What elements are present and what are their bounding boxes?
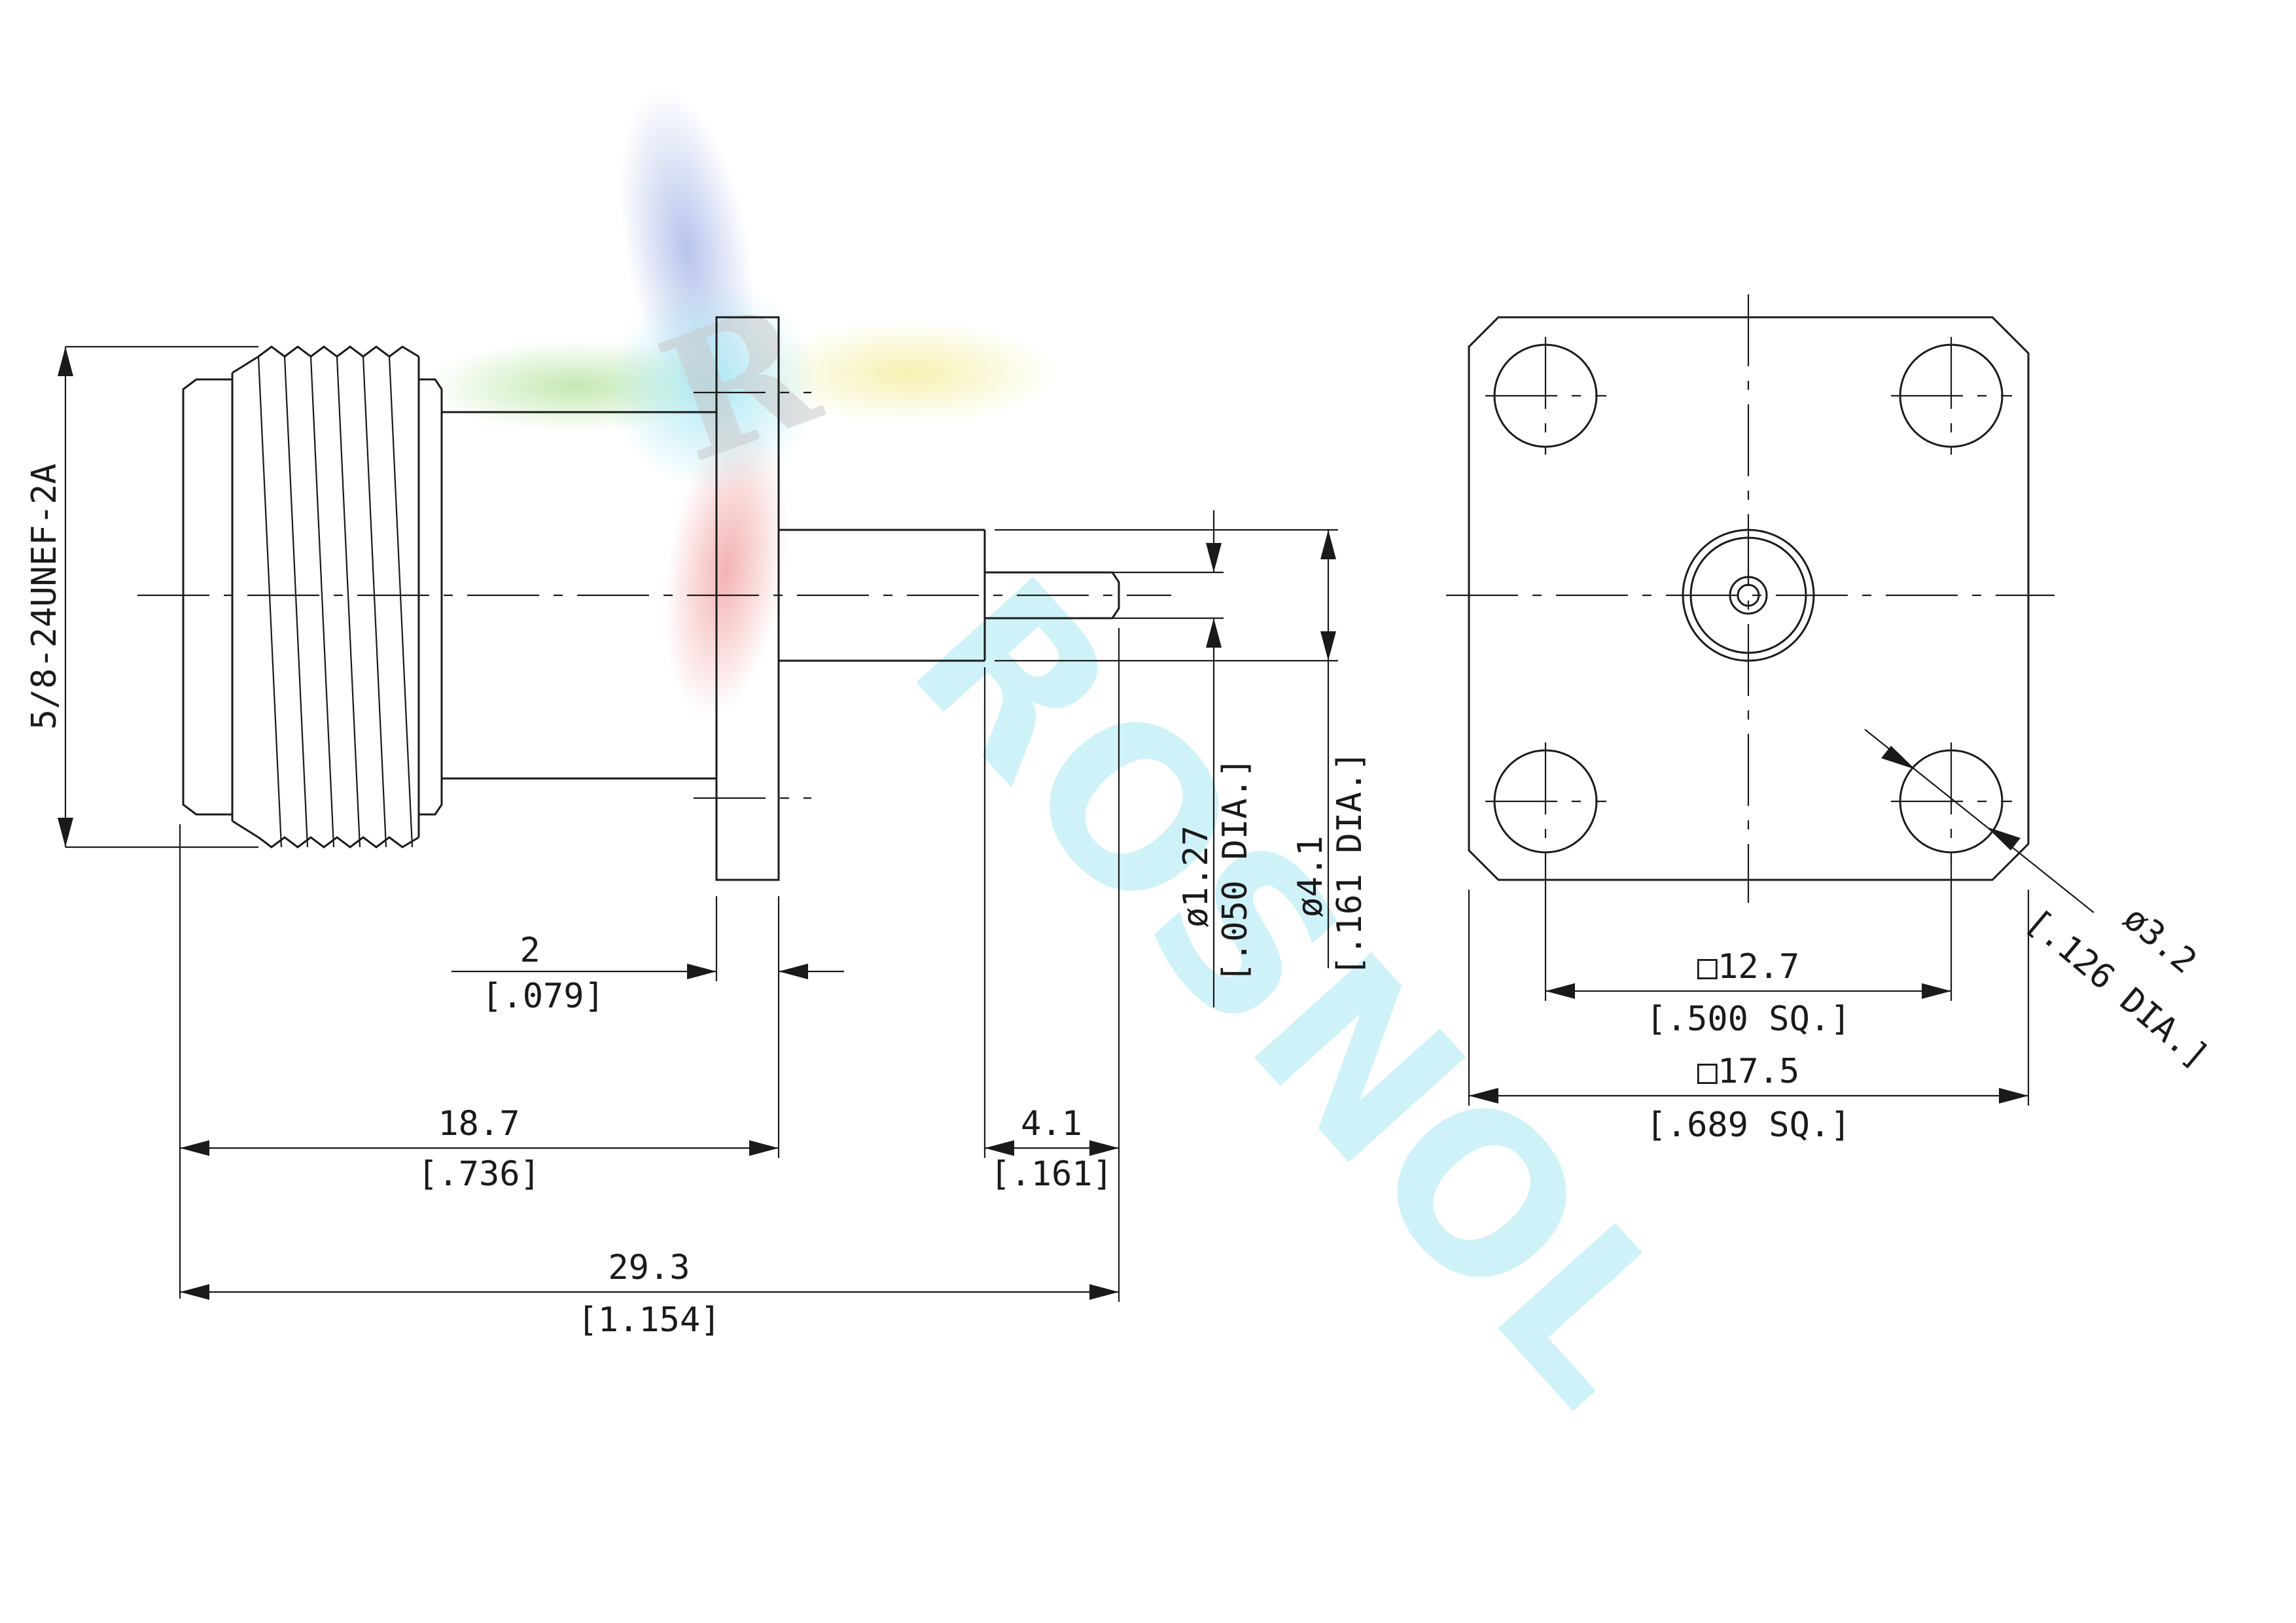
overall-length-dimension: 29.3 [1.154] [180,1248,1119,1340]
flange-thickness-inch: [.079] [482,977,605,1016]
flange-size-mm: □17.5 [1697,1052,1800,1091]
pin-diameter-mm: ø1.27 [1176,826,1216,928]
dielectric-diameter-dimension: ø4.1 [.161 DIA.] [1291,530,1369,976]
flange-thickness-dimension: 2 [.079] [451,931,844,1016]
thread-label: 5/8-24UNEF-2A [25,464,64,730]
threaded-body [182,345,716,848]
extension-lines [65,345,1338,1302]
body-length-inch: [.736] [417,1155,540,1194]
pin-length-dimension: 4.1 [.161] [985,1104,1119,1194]
dielectric-diameter-inch: [.161 DIA.] [1330,751,1369,976]
watermark-logo: R [425,87,1060,719]
center-connector-face [1682,529,1815,662]
pin-length-mm: 4.1 [1021,1104,1082,1143]
flange-outline [1468,316,2030,881]
overall-length-inch: [1.154] [577,1300,720,1340]
flange-thickness-mm: 2 [520,931,540,970]
side-view: 5/8-24UNEF-2A 2 [.079] 18.7 [.736] 4.1 [… [25,316,1369,1340]
hole-spacing-dimension: □12.7 [.500 SQ.] [1545,947,1951,1039]
mounting-holes [1485,337,2012,860]
flange-side [694,316,811,881]
front-view: □12.7 [.500 SQ.] □17.5 [.689 SQ.] ø3.2 [… [1446,294,2216,1145]
flange-size-inch: [.689 SQ.] [1646,1106,1850,1145]
overall-length-mm: 29.3 [608,1248,690,1287]
dielectric-diameter-mm: ø4.1 [1291,835,1330,917]
watermark: R ROSNOL [425,87,1725,1450]
hole-spacing-inch: [.500 SQ.] [1646,1000,1850,1039]
pin-length-inch: [.161] [990,1155,1113,1194]
hole-diameter-dimension: ø3.2 [.126 DIA.] [1864,729,2216,1077]
thread-dimension: 5/8-24UNEF-2A [25,347,73,847]
hole-diameter-mm: ø3.2 [2116,899,2204,981]
flange-size-dimension: □17.5 [.689 SQ.] [1469,1052,2028,1145]
hole-spacing-mm: □12.7 [1697,947,1800,986]
pin-diameter-inch: [.050 DIA.] [1216,758,1255,983]
body-length-mm: 18.7 [438,1104,520,1143]
pin-diameter-dimension: ø1.27 [.050 DIA.] [1176,510,1255,1007]
body-length-dimension: 18.7 [.736] [180,1104,779,1194]
